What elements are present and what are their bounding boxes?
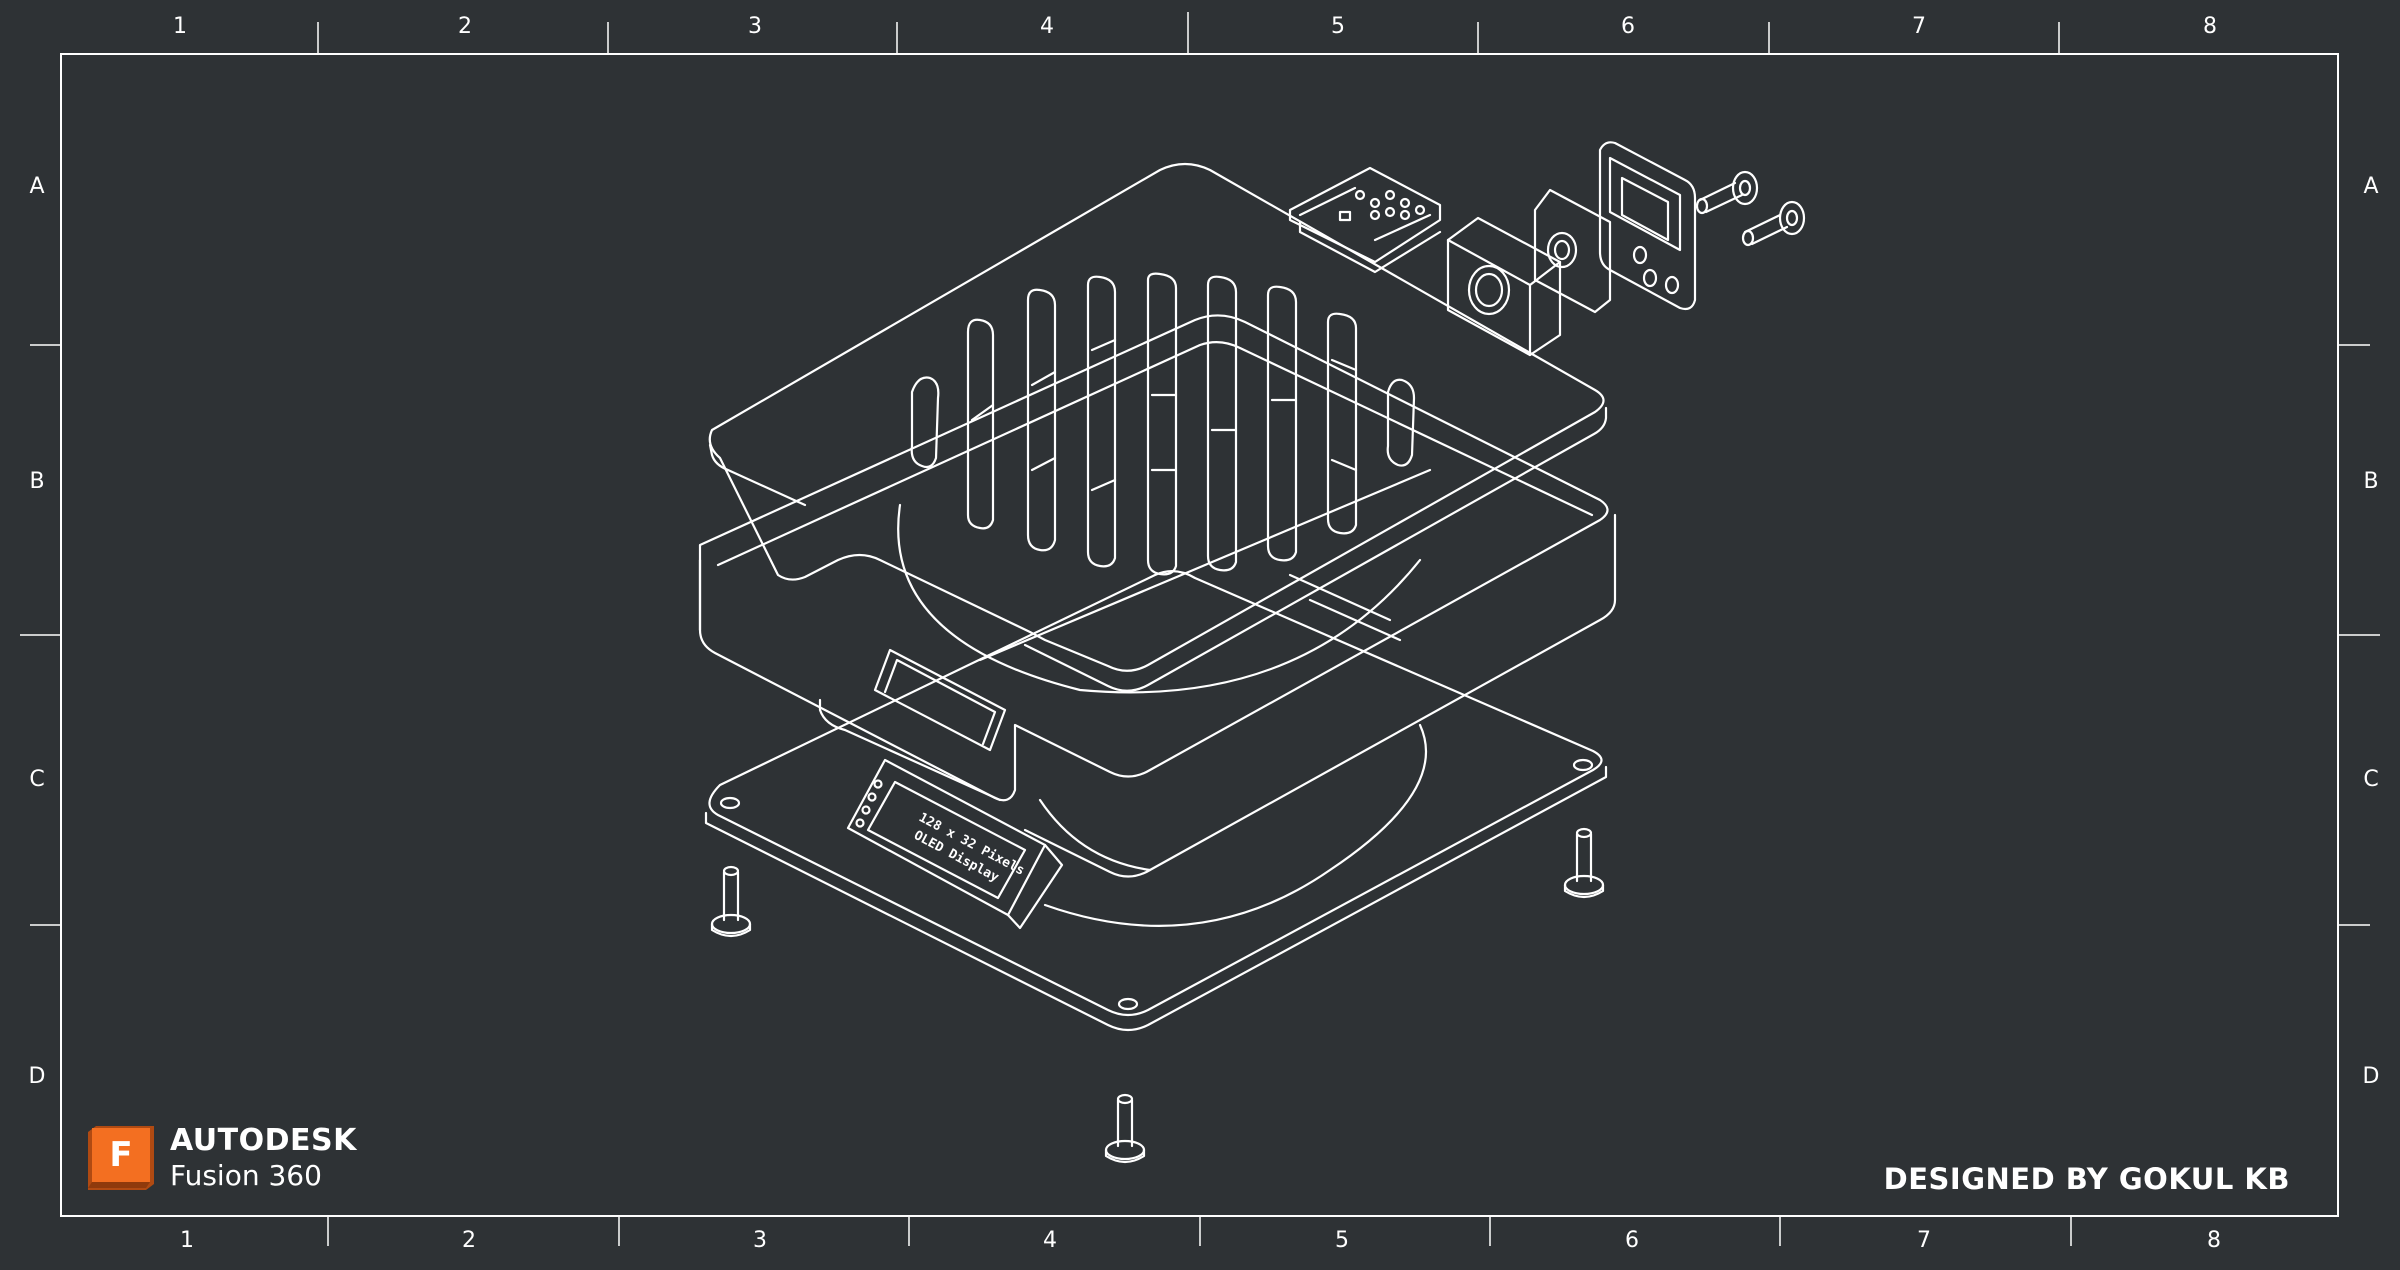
- usb-port-block: [1446, 216, 1562, 357]
- brand-name: AUTODESK: [170, 1123, 357, 1158]
- pcb-board: [1288, 166, 1442, 274]
- bottom-zone-label: 4: [1043, 1228, 1057, 1253]
- button-cap-plate: [1598, 141, 1697, 311]
- top-zone-label: 2: [458, 14, 472, 39]
- top-zone-label: 4: [1040, 14, 1054, 39]
- designer-credit: DESIGNED BY GOKUL KB: [1883, 1162, 2290, 1196]
- top-zone-label: 6: [1621, 14, 1635, 39]
- screw-front-left: [710, 865, 752, 938]
- top-zone-label: 7: [1912, 14, 1926, 39]
- top-zone-label: 5: [1331, 14, 1345, 39]
- top-zone-label: 1: [173, 14, 187, 39]
- exploded-assembly: [698, 141, 1806, 1164]
- bottom-zone-label: 3: [753, 1228, 767, 1253]
- left-zone-label: A: [29, 174, 45, 199]
- left-zone-label: B: [29, 469, 45, 494]
- right-zone-label: B: [2363, 469, 2379, 494]
- brand-block: F AUTODESK Fusion 360: [88, 1124, 357, 1192]
- right-zone-label: C: [2363, 767, 2379, 792]
- zone-ticks: [20, 12, 2380, 1246]
- right-zone-label: D: [2362, 1064, 2380, 1089]
- bottom-zone-label: 6: [1625, 1228, 1639, 1253]
- spacer-bracket: [1533, 188, 1612, 314]
- screw-front-center: [1104, 1093, 1146, 1164]
- oled-module: [846, 758, 1064, 930]
- bottom-zone-label: 1: [180, 1228, 194, 1253]
- bottom-zone-label: 7: [1917, 1228, 1931, 1253]
- top-zone-label: 8: [2203, 14, 2217, 39]
- top-zone-label: 3: [748, 14, 762, 39]
- bottom-zone-label: 2: [462, 1228, 476, 1253]
- right-zone-label: A: [2363, 174, 2379, 199]
- base-plate: [704, 570, 1608, 1032]
- top-cover: [708, 162, 1608, 692]
- fusion-logo-letter: F: [109, 1135, 133, 1175]
- bottom-zone-label: 8: [2207, 1228, 2221, 1253]
- lower-case: [698, 314, 1617, 878]
- brand-product: Fusion 360: [170, 1159, 322, 1192]
- bottom-zone-label: 5: [1335, 1228, 1349, 1253]
- left-zone-label: D: [28, 1064, 46, 1089]
- screw-back-right: [1563, 827, 1605, 899]
- brand-text: AUTODESK Fusion 360: [170, 1126, 357, 1190]
- button-pins: [1695, 170, 1806, 247]
- fusion-logo-icon: F: [88, 1126, 154, 1190]
- left-zone-label: C: [29, 767, 45, 792]
